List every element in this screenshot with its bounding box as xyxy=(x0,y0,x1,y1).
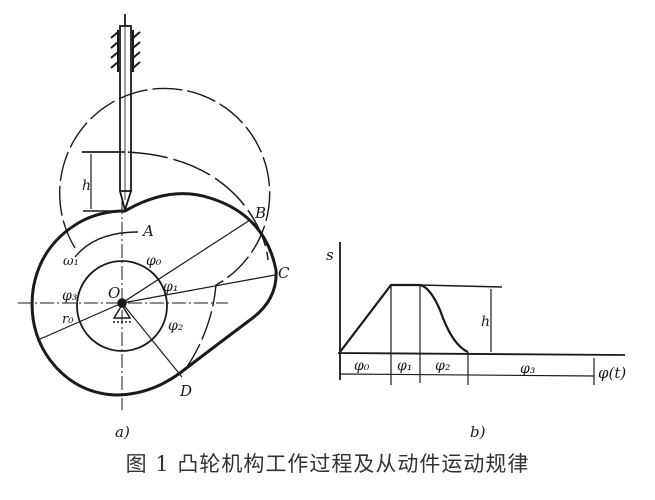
line-OC xyxy=(121,274,276,304)
phi0-label-b: φ₀ xyxy=(354,358,370,374)
cam-labels: A B C D O ω₁ φ₀ φ₁ φ₂ φ₃ r₀ a) xyxy=(62,204,290,441)
displacement-chart: h xyxy=(337,242,626,385)
point-D: D xyxy=(179,382,192,400)
pivot-support xyxy=(112,298,132,323)
trace-circle xyxy=(58,87,271,371)
phi-axis-label: φ(t) xyxy=(598,364,626,382)
chart-labels: s φ(t) φ₀ φ₁ φ₂ φ₃ b) xyxy=(326,246,626,441)
line-OD xyxy=(121,302,183,378)
lift-label-b: h xyxy=(481,314,490,330)
point-B: B xyxy=(254,204,266,222)
s-axis-label: s xyxy=(326,246,334,264)
r0-label: r₀ xyxy=(62,312,74,327)
phi0-label-a: φ₀ xyxy=(146,253,162,269)
line-r0 xyxy=(37,302,123,341)
cam-diagram: h xyxy=(18,14,278,410)
follower-rod xyxy=(119,14,132,214)
phi2-label-a: φ₂ xyxy=(168,318,184,334)
subfigure-a-label: a) xyxy=(115,423,130,441)
subfigure-b-label: b) xyxy=(470,423,486,441)
phi3-label-a: φ₃ xyxy=(62,288,78,304)
figure-caption: 图 1 凸轮机构工作过程及从动件运动规律 xyxy=(125,452,530,476)
phi3-label-b: φ₃ xyxy=(520,361,536,377)
omega-arrow xyxy=(74,231,139,258)
follower-guide xyxy=(110,30,141,72)
line-OB xyxy=(121,219,251,304)
phi1-label-b: φ₁ xyxy=(397,358,412,374)
lift-label-a: h xyxy=(82,178,91,194)
phi-axis xyxy=(337,352,626,356)
point-O: O xyxy=(108,284,120,302)
phi2-label-b: φ₂ xyxy=(435,358,451,374)
displacement-curve xyxy=(339,283,469,354)
point-C: C xyxy=(278,264,290,282)
cam-profile xyxy=(30,192,278,397)
max-lift-circle xyxy=(82,151,269,261)
omega-label: ω₁ xyxy=(63,254,79,269)
point-A: A xyxy=(141,222,154,240)
phi1-label-a: φ₁ xyxy=(163,279,178,295)
